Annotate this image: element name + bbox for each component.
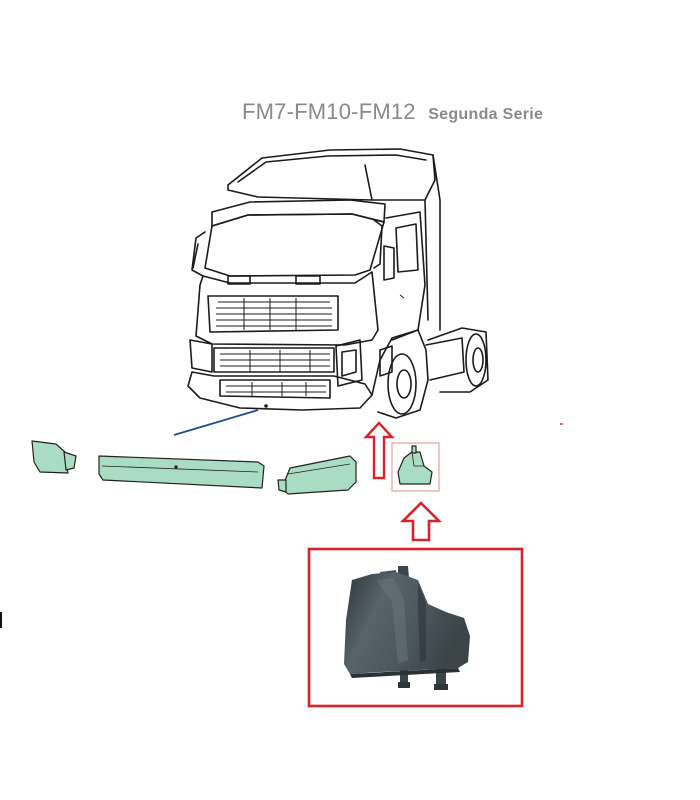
selected-part-frame (391, 442, 440, 492)
part-photo (344, 566, 470, 690)
up-arrow-outline-icon (399, 501, 443, 542)
center-bumper-part (98, 455, 265, 489)
leader-line (173, 409, 259, 436)
bumper-bracket-part (397, 445, 433, 485)
series-label: Segunda Serie (428, 106, 544, 123)
truck-illustration (187, 148, 489, 419)
model-label: FM7-FM10-FM12 (242, 99, 416, 124)
left-bumper-end-part (31, 440, 77, 474)
up-arrow-outline-icon (363, 421, 395, 480)
diagram-title: FM7-FM10-FM12 Segunda Serie (242, 99, 543, 125)
right-bumper-corner-part (277, 455, 357, 495)
grille-slats (216, 298, 332, 330)
